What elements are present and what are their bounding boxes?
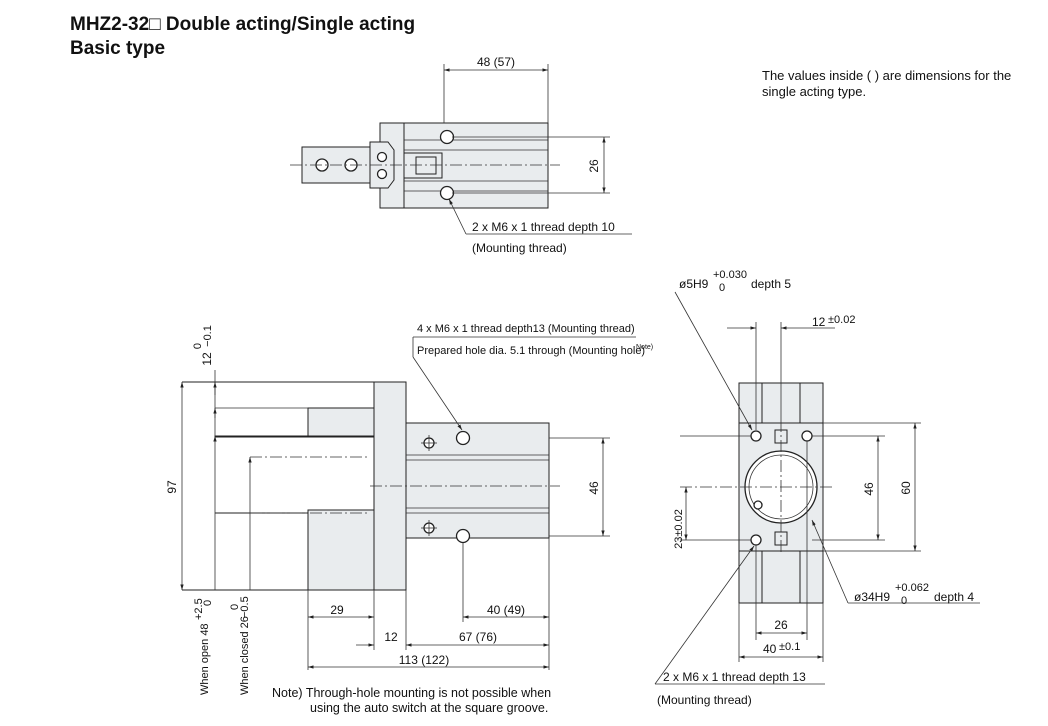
side-bore-small-upper: +0.030 bbox=[713, 269, 747, 281]
front-thread-callout: 4 x M6 x 1 thread depth13 (Mounting thre… bbox=[417, 323, 635, 335]
footnote: Note) Through-hole mounting is not possi… bbox=[272, 686, 551, 716]
dim-front-12: 12 bbox=[384, 630, 398, 644]
dim-front-46: 46 bbox=[587, 481, 601, 495]
top-thread-sub: (Mounting thread) bbox=[472, 241, 567, 255]
front-finger-upper bbox=[307, 407, 375, 437]
top-mount-hole-lower bbox=[439, 185, 455, 201]
dim-front-113: 113 (122) bbox=[399, 653, 449, 667]
title-line-2: Basic type bbox=[70, 38, 166, 59]
side-bore-large-upper: +0.062 bbox=[895, 582, 929, 594]
side-dim-23: 23±0.02 bbox=[673, 509, 685, 549]
dim-when-open: When open 48 bbox=[199, 623, 211, 695]
top-view: 48 (57) 26 2 x M6 x 1 thread depth 10 (M… bbox=[290, 55, 632, 255]
dim-front-12-upper: 0 bbox=[192, 343, 204, 349]
dim-top-width: 48 (57) bbox=[477, 55, 515, 69]
top-mount-hole-upper bbox=[439, 129, 455, 145]
dim-front-97: 97 bbox=[165, 480, 179, 494]
single-acting-note: The values inside ( ) are dimensions for… bbox=[762, 68, 1012, 99]
side-dim-40: 40 bbox=[763, 642, 777, 656]
side-dim-40-tol: ±0.1 bbox=[779, 641, 800, 653]
dim-front-12-tol: 12 bbox=[200, 352, 214, 366]
dim-when-closed-lower: −0.5 bbox=[239, 596, 251, 618]
dim-front-40: 40 (49) bbox=[487, 603, 525, 617]
side-bore-small-depth: depth 5 bbox=[751, 277, 791, 291]
side-bore-large-lower: 0 bbox=[901, 595, 907, 607]
side-dim-12: 12 bbox=[812, 315, 826, 329]
front-finger-lower bbox=[307, 509, 375, 591]
dim-when-closed-upper: 0 bbox=[229, 604, 241, 610]
side-view: ø5H9 +0.030 0 depth 5 12 ±0.02 23±0.02 4… bbox=[654, 269, 980, 707]
side-bore-large-depth: depth 4 bbox=[934, 590, 974, 604]
side-dim-46: 46 bbox=[862, 482, 876, 496]
footnote-line-2: using the auto switch at the square groo… bbox=[310, 701, 549, 715]
front-prepared-note: Note) bbox=[636, 344, 653, 351]
side-thread-sub: (Mounting thread) bbox=[657, 693, 752, 707]
side-dim-60: 60 bbox=[899, 481, 913, 495]
side-bore-small-lower: 0 bbox=[719, 282, 725, 294]
dim-when-closed: When closed 26 bbox=[239, 616, 251, 695]
side-dim-12-tol: ±0.02 bbox=[828, 314, 855, 326]
front-prepared-hole: Prepared hole dia. 5.1 through (Mounting… bbox=[417, 345, 645, 357]
dim-front-12-lower: −0.1 bbox=[202, 325, 214, 347]
dim-when-open-lower: 0 bbox=[202, 600, 214, 606]
top-thread-callout: 2 x M6 x 1 thread depth 10 bbox=[472, 220, 615, 234]
side-bore-small: ø5H9 bbox=[679, 277, 709, 291]
dim-top-holes: 26 bbox=[587, 159, 601, 173]
side-thread-callout: 2 x M6 x 1 thread depth 13 bbox=[663, 670, 806, 684]
dim-front-29: 29 bbox=[330, 603, 344, 617]
side-bore-large-label: ø34H9 bbox=[854, 590, 890, 604]
side-dim-26: 26 bbox=[774, 618, 788, 632]
title-line-1: MHZ2-32□ Double acting/Single acting bbox=[70, 14, 416, 35]
dim-front-67: 67 (76) bbox=[459, 630, 497, 644]
front-view: 4 x M6 x 1 thread depth13 (Mounting thre… bbox=[165, 323, 653, 695]
footnote-line-1: Note) Through-hole mounting is not possi… bbox=[272, 686, 552, 700]
dim-when-open-upper: +2.5 bbox=[193, 598, 205, 620]
